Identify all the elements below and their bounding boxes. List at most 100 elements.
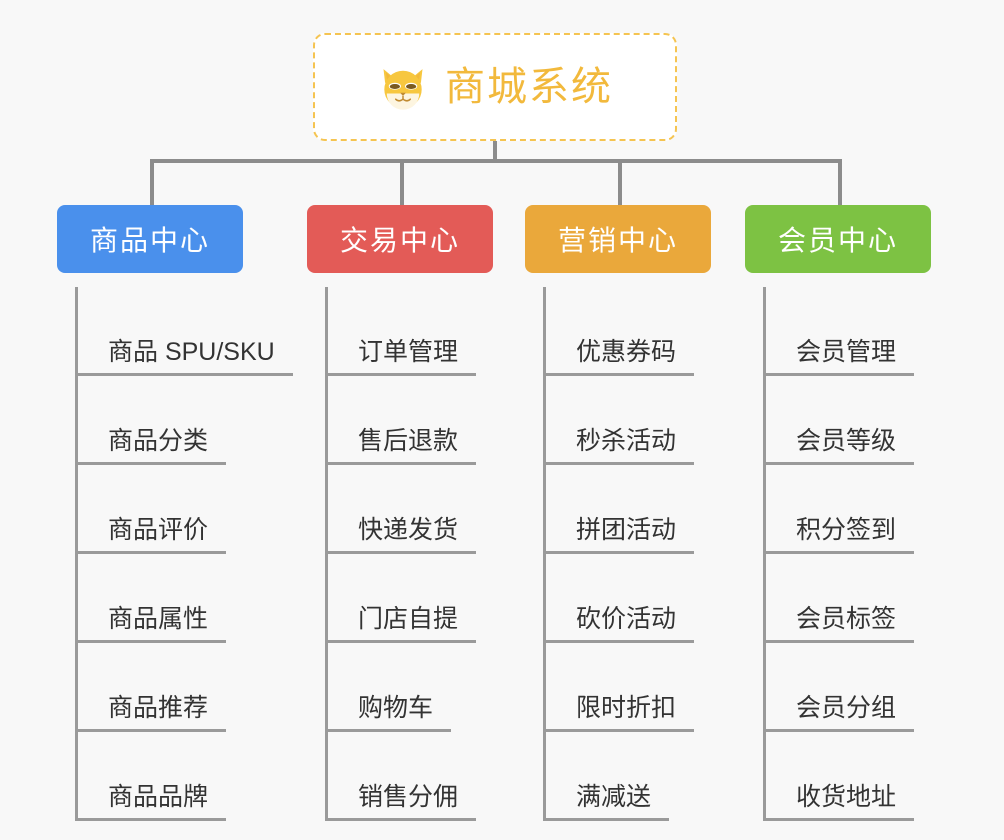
list-item[interactable]: 购物车 (325, 643, 517, 732)
list-item[interactable]: 商品品牌 (75, 732, 289, 821)
list-item-label: 满减送 (576, 783, 652, 812)
branch-header-member-center[interactable]: 会员中心 (745, 205, 931, 273)
list-item-label: 会员分组 (796, 694, 897, 723)
root-node-mall-system[interactable]: 商城系统 (313, 33, 677, 141)
branch-spine (543, 287, 546, 821)
list-item[interactable]: 积分签到 (763, 465, 955, 554)
list-item-label: 商品 SPU/SKU (108, 338, 275, 367)
branch-title: 营销中心 (557, 225, 678, 256)
list-item-label: 优惠券码 (576, 338, 677, 367)
shiba-dog-face-icon (383, 69, 423, 110)
list-item[interactable]: 商品属性 (75, 554, 289, 643)
list-item-label: 会员标签 (796, 605, 897, 634)
list-item[interactable]: 商品分类 (75, 376, 289, 465)
list-item-label: 收货地址 (796, 783, 897, 812)
list-item-label: 快递发货 (358, 516, 459, 545)
leaf-underline: 商品 SPU/SKU (78, 338, 293, 376)
branch-title: 会员中心 (777, 225, 898, 256)
connector-root-stem (493, 141, 497, 163)
list-item-label: 订单管理 (358, 338, 459, 367)
list-item[interactable]: 拼团活动 (543, 465, 735, 554)
list-item[interactable]: 收货地址 (763, 732, 955, 821)
leaf-underline: 商品推荐 (78, 694, 227, 732)
leaf-underline: 订单管理 (328, 338, 477, 376)
leaf-underline: 秒杀活动 (546, 427, 695, 465)
leaf-underline: 商品属性 (78, 605, 227, 643)
connector-drop-1 (150, 159, 154, 207)
list-item[interactable]: 会员管理 (763, 287, 955, 376)
branch-items-member-center: 会员管理 会员等级 积分签到 会员标签 会员分组 收货地址 (745, 287, 955, 821)
branch-header-trade-center[interactable]: 交易中心 (307, 205, 493, 273)
list-item[interactable]: 销售分佣 (325, 732, 517, 821)
leaf-underline: 售后退款 (328, 427, 477, 465)
leaf-underline: 满减送 (546, 783, 670, 821)
leaf-underline: 门店自提 (328, 605, 477, 643)
list-item[interactable]: 会员标签 (763, 554, 955, 643)
list-item[interactable]: 砍价活动 (543, 554, 735, 643)
list-item-label: 会员等级 (796, 427, 897, 456)
list-item[interactable]: 满减送 (543, 732, 735, 821)
list-item[interactable]: 快递发货 (325, 465, 517, 554)
leaf-underline: 砍价活动 (546, 605, 695, 643)
leaf-underline: 会员等级 (766, 427, 915, 465)
list-item[interactable]: 优惠券码 (543, 287, 735, 376)
leaf-underline: 快递发货 (328, 516, 477, 554)
list-item-label: 商品推荐 (108, 694, 209, 723)
leaf-underline: 商品分类 (78, 427, 227, 465)
branch-member-center: 会员中心 会员管理 会员等级 积分签到 会员标签 会员分组 收货地址 (745, 205, 955, 821)
list-item[interactable]: 会员等级 (763, 376, 955, 465)
branch-items-product-center: 商品 SPU/SKU 商品分类 商品评价 商品属性 商品推荐 商品品牌 (57, 287, 293, 821)
list-item[interactable]: 商品 SPU/SKU (75, 287, 293, 376)
connector-horizontal-bus (150, 159, 842, 163)
branch-title: 交易中心 (339, 225, 460, 256)
branch-header-marketing-center[interactable]: 营销中心 (525, 205, 711, 273)
leaf-underline: 商品评价 (78, 516, 227, 554)
leaf-underline: 拼团活动 (546, 516, 695, 554)
branch-marketing-center: 营销中心 优惠券码 秒杀活动 拼团活动 砍价活动 限时折扣 满减送 (525, 205, 735, 821)
leaf-underline: 优惠券码 (546, 338, 695, 376)
leaf-underline: 会员分组 (766, 694, 915, 732)
list-item-label: 门店自提 (358, 605, 459, 634)
connector-drop-4 (838, 159, 842, 207)
branch-spine (763, 287, 766, 821)
leaf-underline: 购物车 (328, 694, 452, 732)
list-item-label: 商品分类 (108, 427, 209, 456)
leaf-underline: 会员管理 (766, 338, 915, 376)
branch-title: 商品中心 (89, 225, 210, 256)
list-item[interactable]: 会员分组 (763, 643, 955, 732)
root-node-title: 商城系统 (445, 65, 613, 109)
list-item-label: 销售分佣 (358, 783, 459, 812)
list-item-label: 售后退款 (358, 427, 459, 456)
branch-spine (75, 287, 78, 821)
leaf-underline: 限时折扣 (546, 694, 695, 732)
list-item-label: 购物车 (358, 694, 434, 723)
connector-drop-2 (400, 159, 404, 207)
list-item-label: 会员管理 (796, 338, 897, 367)
list-item-label: 积分签到 (796, 516, 897, 545)
connector-drop-3 (618, 159, 622, 207)
list-item[interactable]: 售后退款 (325, 376, 517, 465)
leaf-underline: 会员标签 (766, 605, 915, 643)
list-item[interactable]: 商品评价 (75, 465, 289, 554)
list-item[interactable]: 限时折扣 (543, 643, 735, 732)
list-item-label: 限时折扣 (576, 694, 677, 723)
leaf-underline: 积分签到 (766, 516, 915, 554)
list-item-label: 秒杀活动 (576, 427, 677, 456)
branch-items-trade-center: 订单管理 售后退款 快递发货 门店自提 购物车 销售分佣 (307, 287, 517, 821)
list-item[interactable]: 秒杀活动 (543, 376, 735, 465)
list-item[interactable]: 商品推荐 (75, 643, 289, 732)
list-item-label: 商品属性 (108, 605, 209, 634)
leaf-underline: 销售分佣 (328, 783, 477, 821)
branch-trade-center: 交易中心 订单管理 售后退款 快递发货 门店自提 购物车 销售分佣 (307, 205, 517, 821)
list-item-label: 砍价活动 (576, 605, 677, 634)
list-item-label: 拼团活动 (576, 516, 677, 545)
branch-spine (325, 287, 328, 821)
leaf-underline: 收货地址 (766, 783, 915, 821)
branch-product-center: 商品中心 商品 SPU/SKU 商品分类 商品评价 商品属性 商品推荐 商品品牌 (57, 205, 293, 821)
list-item[interactable]: 门店自提 (325, 554, 517, 643)
list-item-label: 商品品牌 (108, 783, 209, 812)
branch-header-product-center[interactable]: 商品中心 (57, 205, 243, 273)
leaf-underline: 商品品牌 (78, 783, 227, 821)
list-item[interactable]: 订单管理 (325, 287, 517, 376)
